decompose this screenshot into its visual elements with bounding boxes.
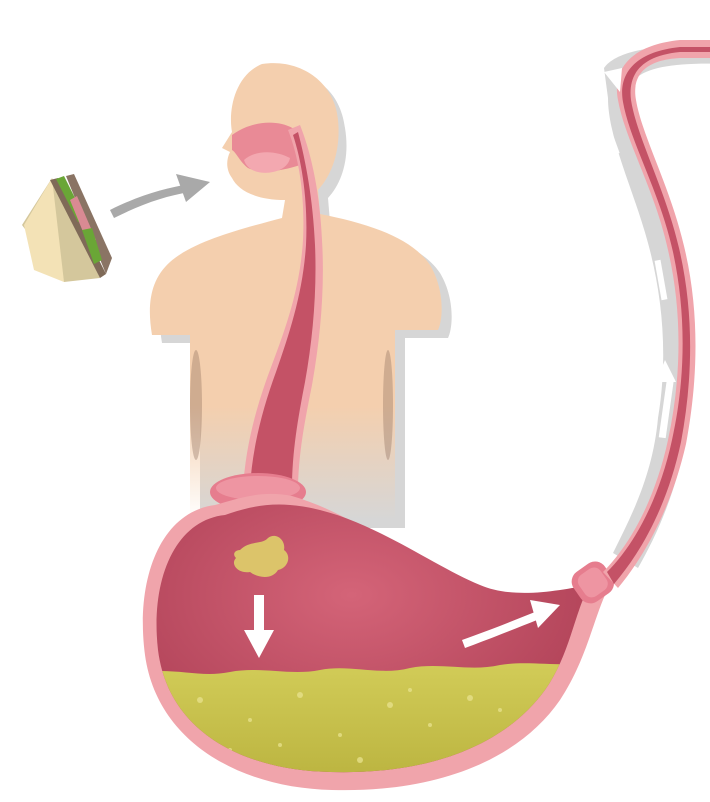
bile-fluid: [140, 662, 610, 790]
sandwich-icon: [22, 174, 112, 282]
pointer-arrow-icon: [110, 174, 210, 218]
